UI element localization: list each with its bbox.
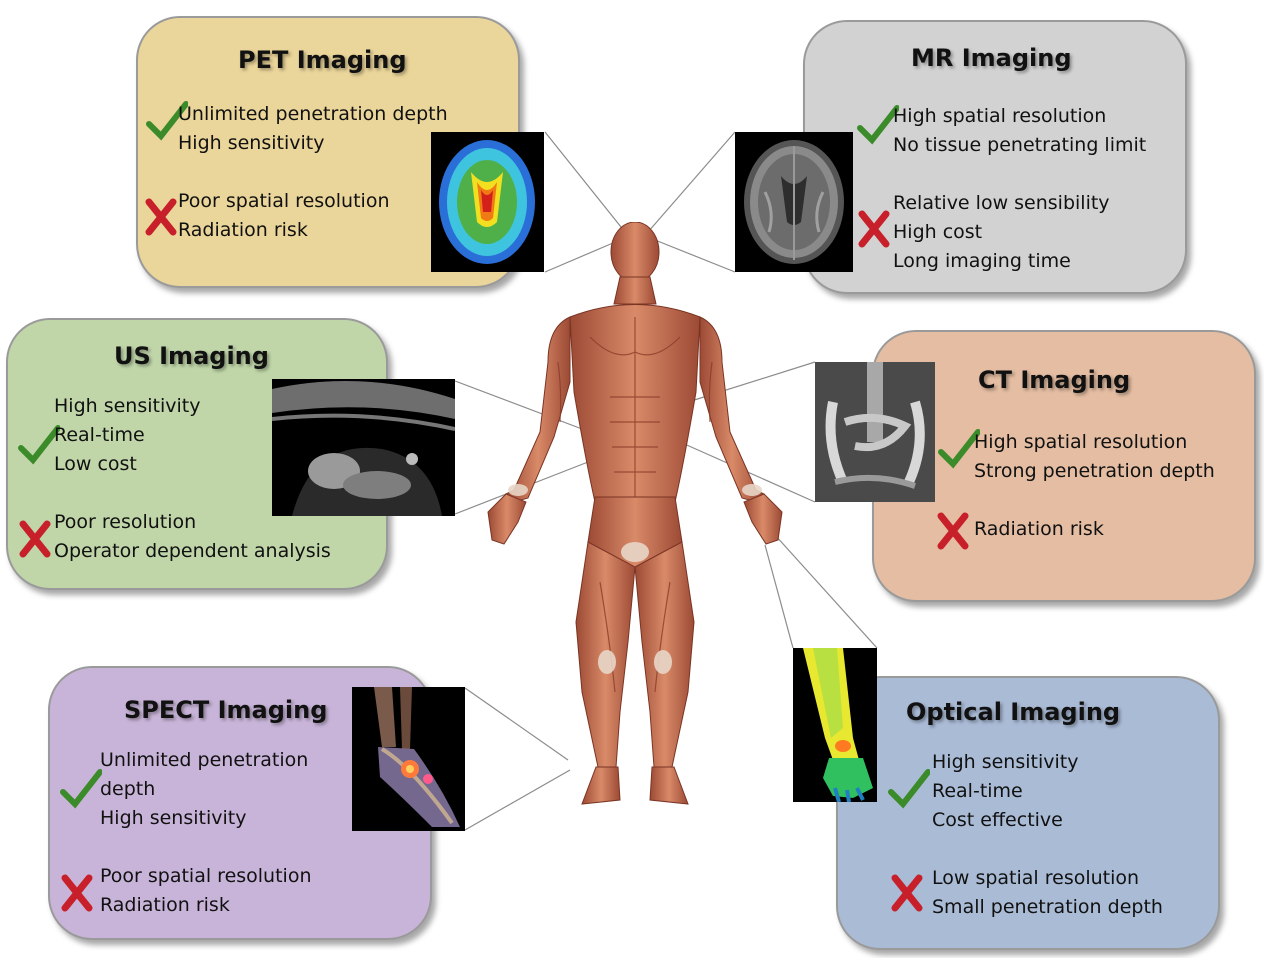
pet-con-1: Poor spatial resolution bbox=[178, 190, 390, 212]
optical-pro-1: High sensitivity bbox=[932, 751, 1079, 773]
ct-pro-2: Strong penetration depth bbox=[974, 460, 1215, 482]
mr-brain-scan-image bbox=[735, 132, 853, 272]
pet-con-2: Radiation risk bbox=[178, 219, 308, 241]
us-title: US Imaging bbox=[114, 342, 269, 370]
optical-connector-right bbox=[774, 534, 878, 649]
mr-pro-1: High spatial resolution bbox=[893, 105, 1107, 127]
us-pro-2: Real-time bbox=[54, 424, 145, 446]
mr-con-1: Relative low sensibility bbox=[893, 192, 1110, 214]
check-icon bbox=[60, 769, 102, 809]
mr-connector-bottom bbox=[654, 239, 736, 273]
optical-pro-2: Real-time bbox=[932, 780, 1023, 802]
pet-title: PET Imaging bbox=[238, 46, 407, 74]
pet-brain-scan-image bbox=[431, 132, 544, 272]
ct-title: CT Imaging bbox=[978, 366, 1131, 394]
ct-pro-1: High spatial resolution bbox=[974, 431, 1188, 453]
spect-pro-3: High sensitivity bbox=[100, 807, 247, 829]
optical-title: Optical Imaging bbox=[906, 698, 1121, 726]
optical-con-2: Small penetration depth bbox=[932, 896, 1163, 918]
mr-connector-top bbox=[647, 131, 736, 233]
check-icon bbox=[938, 429, 980, 469]
mr-con-3: Long imaging time bbox=[893, 250, 1071, 272]
check-icon bbox=[857, 105, 899, 145]
check-icon bbox=[888, 769, 930, 809]
mr-panel: MR Imaging High spatial resolution No ti… bbox=[803, 20, 1187, 294]
optical-pro-3: Cost effective bbox=[932, 809, 1063, 831]
spect-connector-bottom bbox=[464, 769, 571, 831]
us-con-1: Poor resolution bbox=[54, 511, 197, 533]
optical-arm-image bbox=[793, 648, 877, 802]
ultrasound-image bbox=[272, 379, 455, 516]
spect-title: SPECT Imaging bbox=[124, 696, 328, 724]
cross-icon bbox=[891, 874, 923, 912]
us-panel: US Imaging High sensitivity Real-time Lo… bbox=[6, 318, 388, 590]
check-icon bbox=[146, 101, 188, 141]
ct-con-1: Radiation risk bbox=[974, 518, 1104, 540]
cross-icon bbox=[858, 210, 890, 248]
pet-connector-bottom bbox=[544, 239, 621, 273]
optical-connector-left bbox=[764, 544, 794, 649]
optical-panel: Optical Imaging High sensitivity Real-ti… bbox=[836, 676, 1220, 950]
mr-title: MR Imaging bbox=[911, 44, 1072, 72]
cross-icon bbox=[937, 512, 969, 550]
human-body-illustration bbox=[487, 222, 783, 805]
mr-con-2: High cost bbox=[893, 221, 983, 243]
us-con-2: Operator dependent analysis bbox=[54, 540, 331, 562]
ct-abdomen-image bbox=[815, 362, 935, 502]
spect-connector-top bbox=[464, 687, 569, 761]
check-icon bbox=[18, 425, 60, 465]
spect-pro-2: depth bbox=[100, 778, 156, 800]
us-connector-top bbox=[454, 380, 591, 433]
spect-con-2: Radiation risk bbox=[100, 894, 230, 916]
optical-con-1: Low spatial resolution bbox=[932, 867, 1140, 889]
pet-connector-top bbox=[544, 131, 626, 233]
pet-pro-1: Unlimited penetration depth bbox=[178, 103, 448, 125]
spect-foot-image bbox=[352, 687, 465, 831]
ct-panel: CT Imaging High spatial resolution Stron… bbox=[872, 330, 1256, 602]
us-pro-1: High sensitivity bbox=[54, 395, 201, 417]
spect-con-1: Poor spatial resolution bbox=[100, 865, 312, 887]
mr-pro-2: No tissue penetrating limit bbox=[893, 134, 1147, 156]
cross-icon bbox=[19, 520, 51, 558]
spect-pro-1: Unlimited penetration bbox=[100, 749, 309, 771]
cross-icon bbox=[61, 874, 93, 912]
us-pro-3: Low cost bbox=[54, 453, 137, 475]
cross-icon bbox=[145, 198, 177, 236]
pet-pro-2: High sensitivity bbox=[178, 132, 325, 154]
